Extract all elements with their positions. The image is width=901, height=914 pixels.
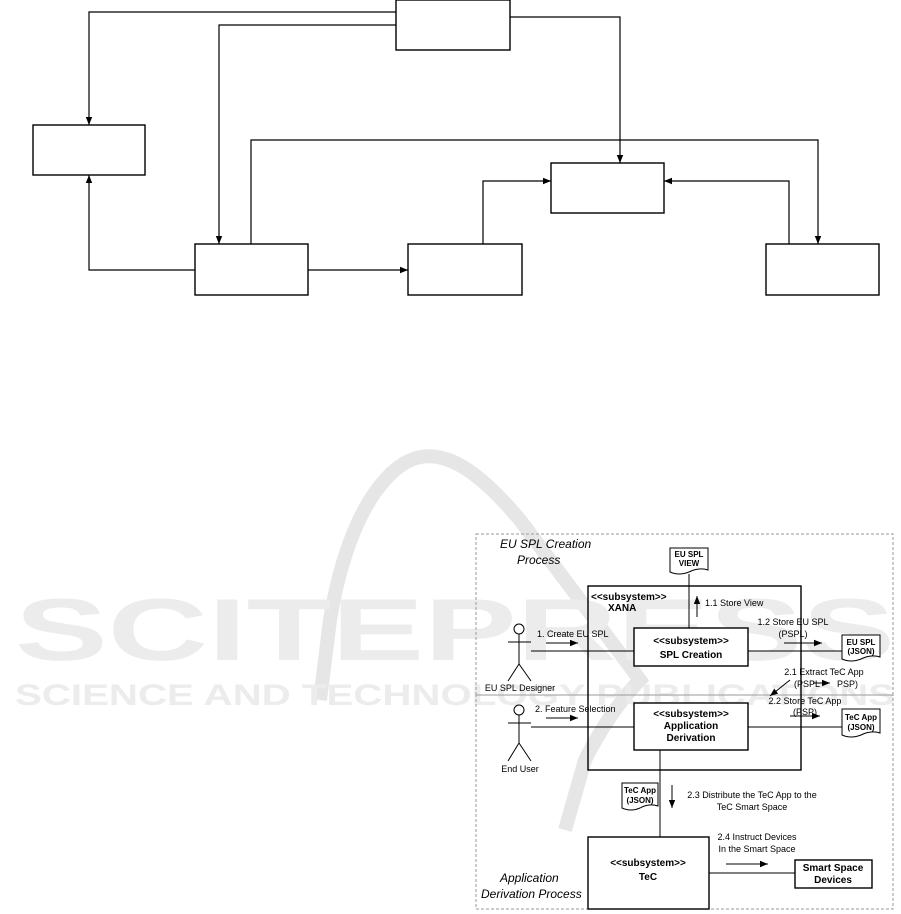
- edge-right-to-center: [664, 177, 790, 244]
- spl-creation-stereotype: <<subsystem>>: [653, 636, 729, 647]
- watermark-swoosh-left: [313, 464, 400, 701]
- msg-label-1-2-a: 1.2 Store EU SPL: [757, 617, 828, 627]
- msg-label-2-3-b: TeC Smart Space: [717, 802, 788, 812]
- bottom-diagram: EU SPL Creation Process Application Deri…: [475, 533, 894, 910]
- process-label-derivation-2: Derivation Process: [481, 887, 582, 901]
- actor-end-user-legs: [507, 742, 532, 762]
- watermark-main-text: SCITEPRESS: [15, 580, 895, 679]
- doc-eu-spl-view: [669, 547, 709, 575]
- node-center: [550, 162, 665, 214]
- edge-bottom-mid-to-center: [482, 177, 551, 244]
- xana-stereotype: <<subsystem>>: [591, 592, 667, 603]
- devices-label-1: Smart Space: [803, 863, 864, 874]
- tec-stereotype: <<subsystem>>: [610, 858, 686, 869]
- doc-tec-app-left: [621, 782, 659, 811]
- doc-eu-spl-line2: (JSON): [847, 647, 874, 656]
- actor-end-user-label: End User: [501, 764, 539, 774]
- doc-tec-app-left-line1: TeC App: [624, 786, 656, 795]
- msg-label-1-2-b: (PSPL): [778, 629, 807, 639]
- msg-label-2-1-b: (PSPL: [794, 679, 820, 689]
- msg-label-2-3-a: 2.3 Distribute the TeC App to the: [687, 790, 816, 800]
- xana-name: XANA: [608, 603, 636, 614]
- doc-view-line2: VIEW: [679, 559, 700, 568]
- process-label-creation-2: Process: [517, 553, 560, 567]
- edge-bottom-left-to-right: [250, 139, 822, 244]
- doc-tec-app-right-line1: TeC App: [845, 713, 877, 722]
- watermark-swoosh-right: [390, 449, 650, 832]
- msg-label-2-4-b: In the Smart Space: [718, 844, 795, 854]
- doc-view-line1: EU SPL: [675, 550, 704, 559]
- tec-name: TeC: [639, 872, 657, 883]
- actor-designer-label: EU SPL Designer: [485, 683, 555, 693]
- msg-label-2-4-a: 2.4 Instruct Devices: [717, 832, 797, 842]
- msg-label-2-2-b: (PSP): [793, 707, 817, 717]
- app-derivation-name-2: Derivation: [667, 733, 716, 744]
- smart-space-devices: [794, 859, 873, 889]
- region-derivation-process: [475, 694, 894, 910]
- node-right: [765, 243, 880, 296]
- edge-top-to-bottom-left: [215, 24, 396, 244]
- msg-label-2: 2. Feature Selection: [535, 704, 616, 714]
- subsystem-tec: [587, 836, 710, 910]
- msg-label-1: 1. Create EU SPL: [537, 629, 609, 639]
- doc-eu-spl-line1: EU SPL: [847, 638, 876, 647]
- process-label-derivation-1: Application: [499, 871, 559, 885]
- actor-designer-legs: [507, 663, 532, 682]
- edge-top-to-center: [510, 16, 624, 163]
- doc-tec-app-left-line2: (JSON): [626, 796, 653, 805]
- msg-label-1-1: 1.1 Store View: [705, 598, 764, 608]
- app-derivation-stereotype: <<subsystem>>: [653, 709, 729, 720]
- top-diagram: [32, 0, 880, 296]
- edge-top-to-left: [85, 11, 396, 125]
- subsystem-xana: [587, 585, 802, 771]
- doc-eu-spl-json: [841, 634, 881, 662]
- doc-tec-app-right: [841, 708, 881, 738]
- region-creation-process: [475, 533, 894, 696]
- msg-arrow-2-1: [769, 679, 791, 697]
- edge-bottom-left-to-left: [85, 175, 195, 271]
- actor-designer: [507, 623, 532, 682]
- process-label-creation-1: EU SPL Creation: [500, 537, 591, 551]
- msg-label-2-1-a: 2.1 Extract TeC App: [784, 667, 863, 677]
- node-bottom-left: [194, 243, 309, 296]
- msg-label-2-1-c: PSP): [837, 679, 858, 689]
- subsystem-spl-creation: [633, 627, 749, 667]
- node-top: [395, 0, 511, 51]
- doc-tec-app-right-line2: (JSON): [847, 723, 874, 732]
- devices-label-2: Devices: [814, 875, 852, 886]
- msg-label-2-2-a: 2.2 Store TeC App: [769, 696, 842, 706]
- actor-end-user: [507, 704, 532, 762]
- node-bottom-mid: [407, 243, 523, 296]
- spl-creation-name: SPL Creation: [660, 650, 723, 661]
- watermark: SCITEPRESS SCIENCE AND TECHNOLOGY PUBLIC…: [15, 449, 895, 832]
- app-derivation-name-1: Application: [664, 721, 718, 732]
- node-left: [32, 124, 146, 176]
